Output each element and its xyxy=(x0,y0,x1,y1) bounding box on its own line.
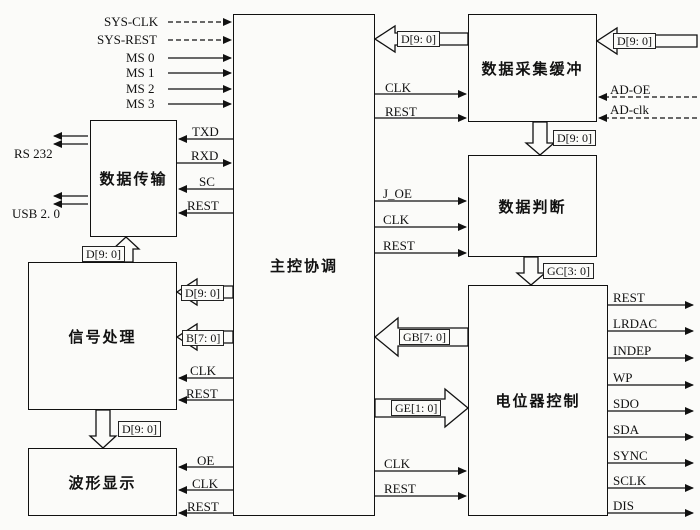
label-judge-clk: CLK xyxy=(383,212,409,227)
label-trans-rest: REST xyxy=(187,198,219,213)
block-signal-proc-label: 信号处理 xyxy=(68,328,137,346)
label-wave-oe: OE xyxy=(197,453,215,468)
label-out-dis: DIS xyxy=(613,498,634,513)
label-daq-clk: CLK xyxy=(385,80,411,95)
block-signal-proc: 信号处理 xyxy=(28,262,177,410)
block-main-control-label: 主控协调 xyxy=(269,257,338,275)
label-txd: TXD xyxy=(192,124,219,139)
label-wave-rest: REST xyxy=(187,499,219,514)
label-pot-rest: REST xyxy=(384,481,416,496)
label-sys-clk: SYS-CLK xyxy=(104,14,159,29)
label-out-rest: REST xyxy=(613,290,645,305)
label-ms1: MS 1 xyxy=(126,65,155,80)
block-pot-control: 电位器控制 xyxy=(468,285,608,516)
label-ms0: MS 0 xyxy=(126,50,155,65)
label-wave-clk: CLK xyxy=(192,476,218,491)
label-out-sync: SYNC xyxy=(613,448,648,463)
label-bus-d-trans: D[9: 0] xyxy=(82,246,125,262)
label-sc: SC xyxy=(199,174,215,189)
label-daq-rest: REST xyxy=(385,104,417,119)
bus-arrow-judge-to-pot xyxy=(515,256,547,286)
label-pot-clk: CLK xyxy=(384,456,410,471)
label-bus-d-signal: D[9: 0] xyxy=(181,285,224,301)
bus-arrow-daq-to-judge xyxy=(524,121,556,156)
label-ad-oe: AD-OE xyxy=(610,82,651,97)
bus-arrow-signal-to-wave xyxy=(88,409,118,449)
label-bus-ge: GE[1: 0] xyxy=(391,400,442,416)
label-bus-gc: GC[3: 0] xyxy=(543,263,594,279)
label-out-sdo: SDO xyxy=(613,396,640,411)
block-daq-buffer-label: 数据采集缓冲 xyxy=(481,60,584,78)
label-ms3: MS 3 xyxy=(126,96,155,111)
block-pot-control-label: 电位器控制 xyxy=(495,393,581,410)
label-usb20: USB 2. 0 xyxy=(12,206,61,221)
label-bus-d-daq-judge: D[9: 0] xyxy=(553,130,596,146)
block-wave-display: 波形显示 xyxy=(28,448,177,516)
label-out-sda: SDA xyxy=(613,422,640,437)
label-out-lrdac: LRDAC xyxy=(613,316,658,331)
label-ad-clk: AD-clk xyxy=(610,102,649,117)
block-data-trans-label: 数据传输 xyxy=(99,171,168,188)
label-bus-d-daq-main: D[9: 0] xyxy=(397,31,440,47)
label-ms2: MS 2 xyxy=(126,81,155,96)
label-bus-d-wave: D[9: 0] xyxy=(118,421,161,437)
label-rxd: RXD xyxy=(191,148,219,163)
label-signal-rest: REST xyxy=(186,386,218,401)
block-data-judge: 数据判断 xyxy=(468,155,597,257)
block-data-judge-label: 数据判断 xyxy=(498,198,567,216)
block-data-trans: 数据传输 xyxy=(90,120,177,237)
label-bus-d-adc: D[9: 0] xyxy=(613,33,656,49)
label-bus-b-signal: B[7: 0] xyxy=(182,330,225,346)
label-out-indep: INDEP xyxy=(613,343,652,358)
block-daq-buffer: 数据采集缓冲 xyxy=(468,14,597,122)
label-out-wp: WP xyxy=(613,370,633,385)
label-signal-clk: CLK xyxy=(190,363,216,378)
label-bus-gb: GB[7: 0] xyxy=(399,329,450,345)
block-main-control: 主控协调 xyxy=(233,14,375,516)
label-judge-rest: REST xyxy=(383,238,415,253)
label-joe: J_OE xyxy=(383,186,412,201)
block-wave-display-label: 波形显示 xyxy=(68,474,137,492)
label-sys-rest: SYS-REST xyxy=(97,32,157,47)
label-out-sclk: SCLK xyxy=(613,473,647,488)
label-rs232: RS 232 xyxy=(14,146,53,161)
